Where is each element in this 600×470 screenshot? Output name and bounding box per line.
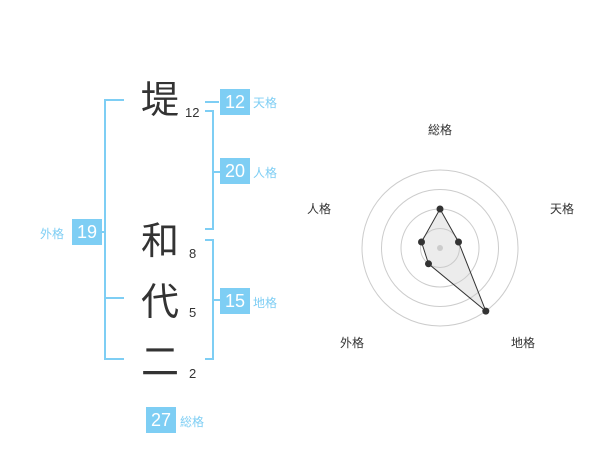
name-char-4: 二: [140, 340, 179, 384]
stroke-count-2: 8: [189, 246, 197, 261]
gaikaku-bracket: [104, 99, 124, 360]
gaikaku-connector: [98, 231, 106, 233]
radar-point-3: [425, 260, 432, 268]
radar-point-1: [455, 238, 462, 246]
gaikaku-label: 外格: [40, 227, 65, 241]
name-char-1: 堤: [140, 78, 179, 122]
name-char-2: 和: [140, 219, 179, 263]
soukaku-label: 総格: [180, 415, 205, 429]
radar-axis-label-tenkaku: 天格: [550, 202, 575, 216]
gaikaku-badge: 19: [72, 219, 102, 245]
radar-axis-label-soukaku: 総格: [428, 123, 453, 137]
tenkaku-badge: 12: [220, 89, 250, 115]
chikaku-bracket: [205, 239, 214, 360]
radar-center-dot: [437, 245, 443, 251]
tenkaku-label: 天格: [253, 96, 278, 110]
jinkaku-label: 人格: [253, 166, 278, 180]
jinkaku-connector: [214, 171, 220, 173]
radar-ring-3: [381, 189, 499, 307]
radar-ring-1: [420, 228, 460, 268]
tenkaku-bracket: [205, 101, 219, 103]
radar-axis-label-jinkaku: 人格: [307, 202, 332, 216]
soukaku-badge: 27: [146, 407, 176, 433]
chikaku-label: 地格: [253, 296, 278, 310]
name-char-3: 代: [140, 280, 179, 324]
chikaku-connector: [214, 299, 220, 301]
jinkaku-bracket: [205, 110, 214, 230]
gaikaku-inner-tick: [104, 297, 124, 299]
radar-axis-label-gaikaku: 外格: [340, 336, 365, 350]
radar-axis-label-chikaku: 地格: [511, 336, 536, 350]
radar-ring-2: [400, 208, 480, 288]
radar-point-4: [418, 238, 425, 246]
stroke-count-1: 12: [185, 105, 200, 120]
jinkaku-badge: 20: [220, 158, 250, 184]
radar-point-2: [482, 307, 490, 315]
stroke-count-4: 2: [189, 366, 197, 381]
stroke-count-3: 5: [189, 305, 197, 320]
radar-point-0: [436, 205, 444, 213]
chikaku-badge: 15: [220, 288, 250, 314]
radar-ring-4: [361, 169, 519, 327]
radar-series-area: [420, 207, 487, 312]
